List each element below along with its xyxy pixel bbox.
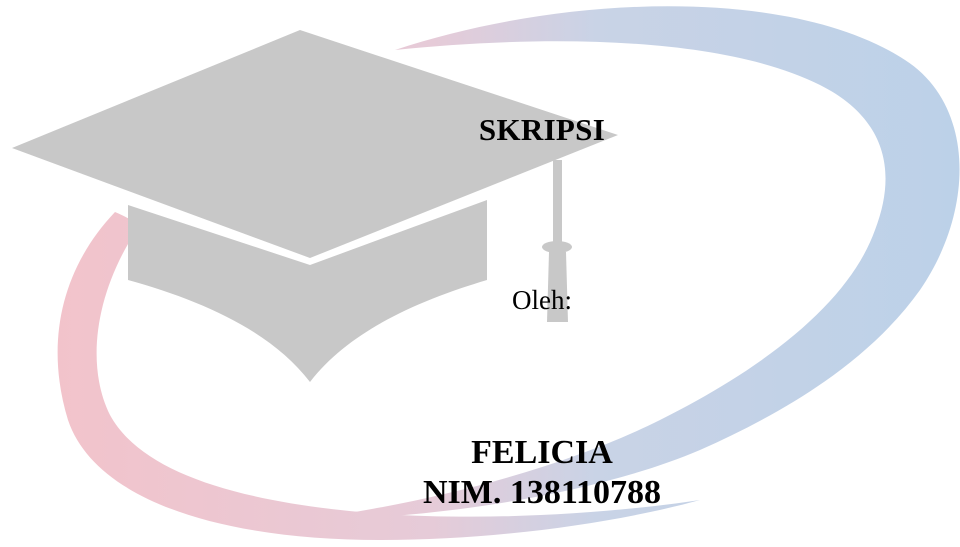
student-id: NIM. 138110788 xyxy=(423,474,661,511)
graduation-cap-icon xyxy=(12,30,618,382)
by-label: Oleh: xyxy=(512,285,572,315)
document-title: SKRIPSI xyxy=(478,112,606,147)
ring-swoosh-icon xyxy=(57,6,960,540)
author-name: FELICIA xyxy=(471,434,613,471)
